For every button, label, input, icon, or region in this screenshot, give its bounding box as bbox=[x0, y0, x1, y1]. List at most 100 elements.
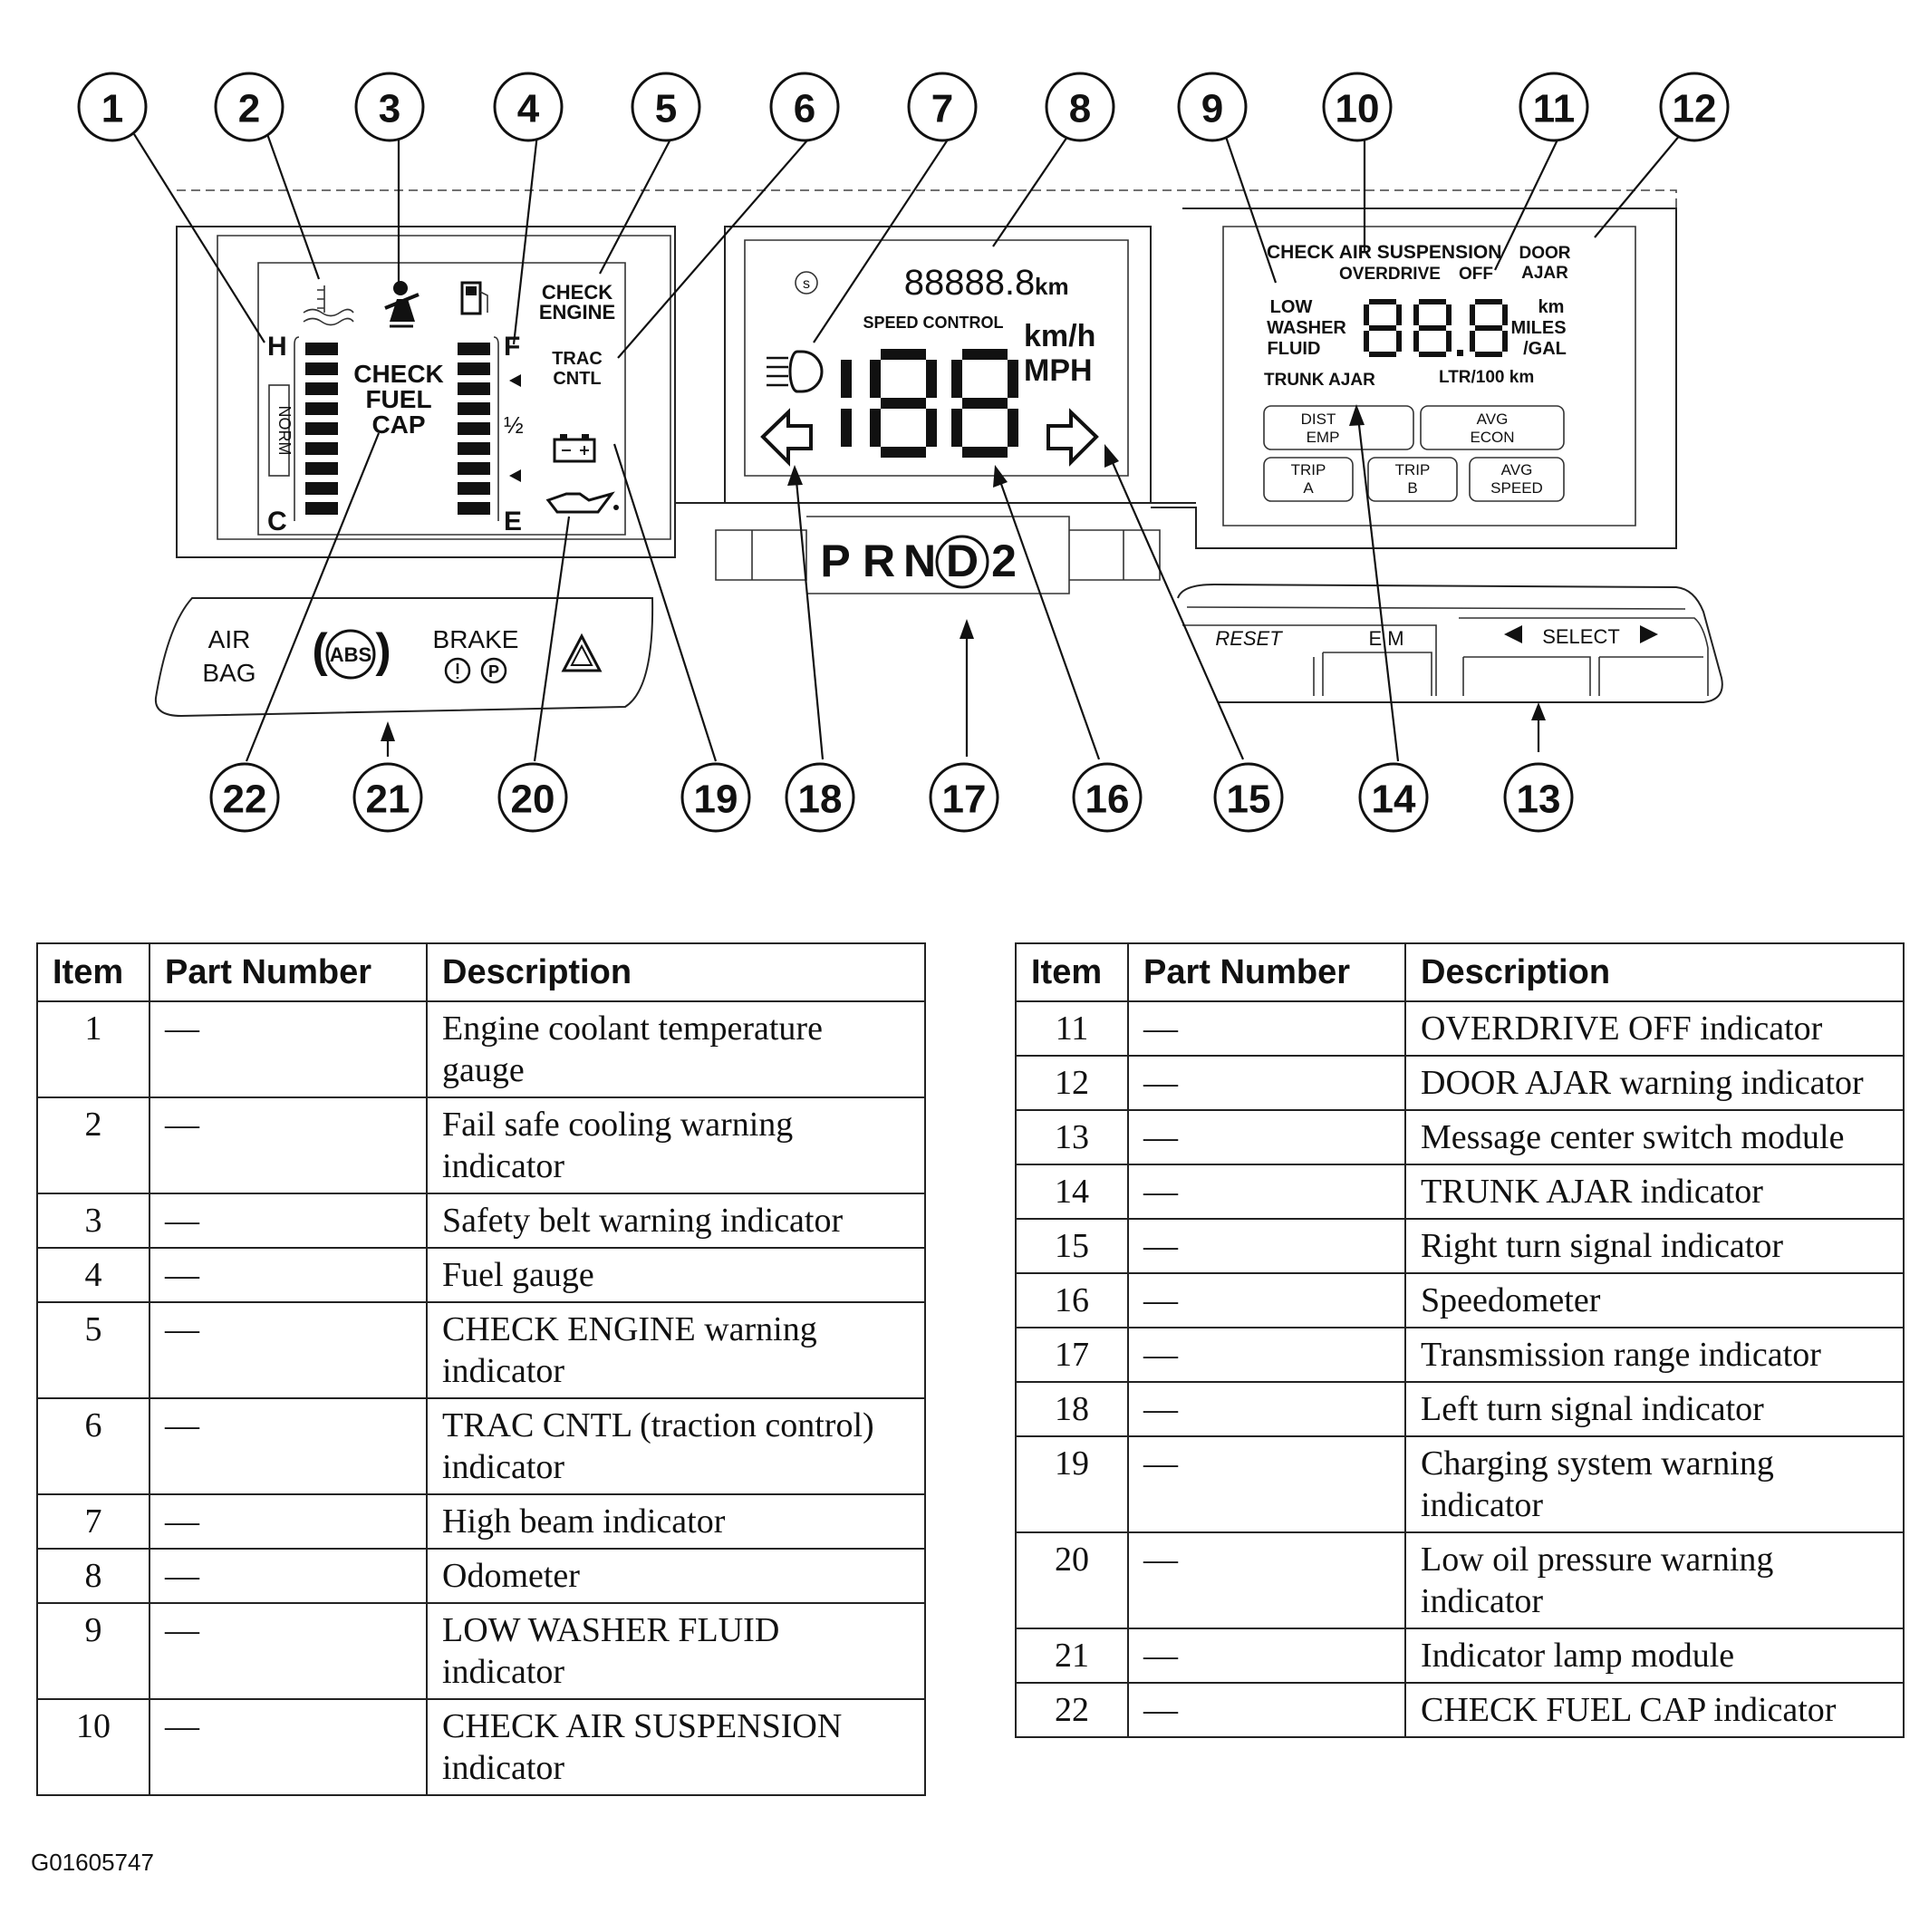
svg-text:6: 6 bbox=[794, 87, 815, 131]
safety-belt-icon bbox=[384, 281, 420, 328]
avg-speed-line2: SPEED bbox=[1490, 479, 1543, 497]
svg-text:18: 18 bbox=[798, 778, 843, 822]
part-number-cell: — bbox=[1127, 1218, 1406, 1274]
description-cell: CHECK AIR SUSPENSION indicator bbox=[426, 1698, 926, 1796]
item-cell: 15 bbox=[1015, 1218, 1129, 1274]
callout-18: 18 bbox=[785, 762, 855, 833]
air-bag-line1: AIR bbox=[208, 625, 251, 653]
part-number-cell: — bbox=[149, 1548, 428, 1604]
digit-segment bbox=[1475, 299, 1502, 304]
gal-label: /GAL bbox=[1523, 339, 1567, 359]
description-cell: Fuel gauge bbox=[426, 1247, 926, 1303]
part-number-cell: — bbox=[149, 1193, 428, 1249]
digit-segment bbox=[1413, 331, 1419, 352]
part-number-cell: — bbox=[1127, 1381, 1406, 1437]
gauge-bar bbox=[458, 382, 490, 395]
svg-text:(: ( bbox=[312, 624, 328, 677]
description-cell: CHECK ENGINE warning indicator bbox=[426, 1301, 926, 1399]
part-number-cell: — bbox=[149, 1096, 428, 1194]
instrument-cluster-diagram: H C NORM CHECK FUEL CAP F ½ bbox=[77, 72, 1730, 833]
part-number-cell: — bbox=[1127, 1272, 1406, 1328]
digit-segment bbox=[1419, 325, 1446, 331]
digit-segment bbox=[881, 447, 926, 458]
trac-cntl-line1: TRAC bbox=[552, 349, 603, 369]
digit-segment bbox=[881, 349, 926, 360]
km-label: km bbox=[1538, 297, 1565, 317]
callout-17: 17 bbox=[929, 762, 999, 833]
gauge-bar bbox=[458, 362, 490, 375]
callout-1: 1 bbox=[77, 72, 148, 142]
speed-unit-mph: MPH bbox=[1024, 353, 1093, 388]
message-center-switch-module: RESET E M SELECT bbox=[1177, 583, 1723, 703]
trac-cntl-line2: CNTL bbox=[553, 369, 601, 389]
item-cell: 11 bbox=[1015, 1000, 1129, 1057]
item-cell: 1 bbox=[36, 1000, 150, 1098]
part-number-cell: — bbox=[1127, 1164, 1406, 1220]
part-number-cell: — bbox=[1127, 1531, 1406, 1629]
svg-text:1: 1 bbox=[101, 87, 123, 131]
description-cell: Speedometer bbox=[1404, 1272, 1905, 1328]
digit-segment bbox=[1502, 304, 1508, 325]
item-cell: 14 bbox=[1015, 1164, 1129, 1220]
item-cell: 20 bbox=[1015, 1531, 1129, 1629]
digit-segment bbox=[1369, 299, 1396, 304]
item-cell: 9 bbox=[36, 1602, 150, 1700]
digit-segment bbox=[1446, 331, 1452, 352]
fuel-gauge: F ½ E bbox=[458, 281, 524, 536]
part-number-cell: — bbox=[1127, 1682, 1406, 1738]
digit-segment bbox=[926, 360, 937, 398]
avg-label: AVG bbox=[1477, 411, 1509, 428]
svg-text:7: 7 bbox=[931, 87, 953, 131]
digit-segment bbox=[1419, 352, 1446, 357]
avg-speed-line1: AVG bbox=[1501, 461, 1533, 478]
item-cell: 18 bbox=[1015, 1381, 1129, 1437]
digit-segment bbox=[1470, 331, 1475, 352]
check-fuel-cap-line1: CHECK bbox=[353, 360, 444, 388]
gauge-bar bbox=[458, 343, 490, 355]
description-cell: Fail safe cooling warning indicator bbox=[426, 1096, 926, 1194]
description-cell: TRUNK AJAR indicator bbox=[1404, 1164, 1905, 1220]
gauge-bar bbox=[305, 402, 338, 415]
table-row: 20—Low oil pressure warning indicator bbox=[1015, 1531, 1905, 1629]
check-air-suspension-label: CHECK AIR SUSPENSION bbox=[1267, 242, 1501, 263]
callout-14: 14 bbox=[1358, 762, 1429, 833]
fuel-pump-icon bbox=[460, 281, 488, 315]
table-header-row: Item Part Number Description bbox=[1015, 942, 1905, 1002]
right-turn-arrow-icon bbox=[1046, 408, 1099, 467]
decimal-point bbox=[1457, 350, 1463, 356]
digit-segment bbox=[1396, 304, 1402, 325]
prnd-p: P bbox=[820, 536, 850, 586]
svg-text:12: 12 bbox=[1673, 87, 1717, 131]
hazard-triangle-icon bbox=[561, 633, 603, 672]
svg-text:15: 15 bbox=[1227, 778, 1271, 822]
description-cell: Engine coolant temperature gauge bbox=[426, 1000, 926, 1098]
temp-cold-label: C bbox=[267, 507, 287, 536]
callout-7: 7 bbox=[907, 72, 978, 142]
high-beam-icon bbox=[767, 350, 824, 393]
description-cell: LOW WASHER FLUID indicator bbox=[426, 1602, 926, 1700]
digit-segment bbox=[841, 360, 852, 398]
description-cell: DOOR AJAR warning indicator bbox=[1404, 1055, 1905, 1111]
coolant-temperature-gauge: H C NORM bbox=[267, 285, 354, 536]
description-cell: High beam indicator bbox=[426, 1493, 926, 1550]
speed-control-label: SPEED CONTROL bbox=[863, 314, 1003, 332]
ajar-label: AJAR bbox=[1521, 264, 1568, 283]
item-cell: 10 bbox=[36, 1698, 150, 1796]
digit-segment bbox=[1369, 325, 1396, 331]
header-description: Description bbox=[1404, 942, 1905, 1002]
item-cell: 16 bbox=[1015, 1272, 1129, 1328]
callout-19: 19 bbox=[680, 762, 751, 833]
speed-unit-kmh: km/h bbox=[1024, 319, 1095, 353]
part-number-cell: — bbox=[1127, 1055, 1406, 1111]
digit-segment bbox=[1446, 304, 1452, 325]
part-number-cell: — bbox=[149, 1493, 428, 1550]
table-row: 15—Right turn signal indicator bbox=[1015, 1218, 1905, 1274]
odometer-value: 88888.8 bbox=[904, 263, 1036, 303]
svg-text:3: 3 bbox=[379, 87, 400, 131]
part-number-cell: — bbox=[149, 1602, 428, 1700]
callout-13: 13 bbox=[1503, 762, 1574, 833]
table-row: 2—Fail safe cooling warning indicator bbox=[36, 1096, 926, 1194]
digit-segment bbox=[1470, 304, 1475, 325]
table-row: 1—Engine coolant temperature gauge bbox=[36, 1000, 926, 1098]
